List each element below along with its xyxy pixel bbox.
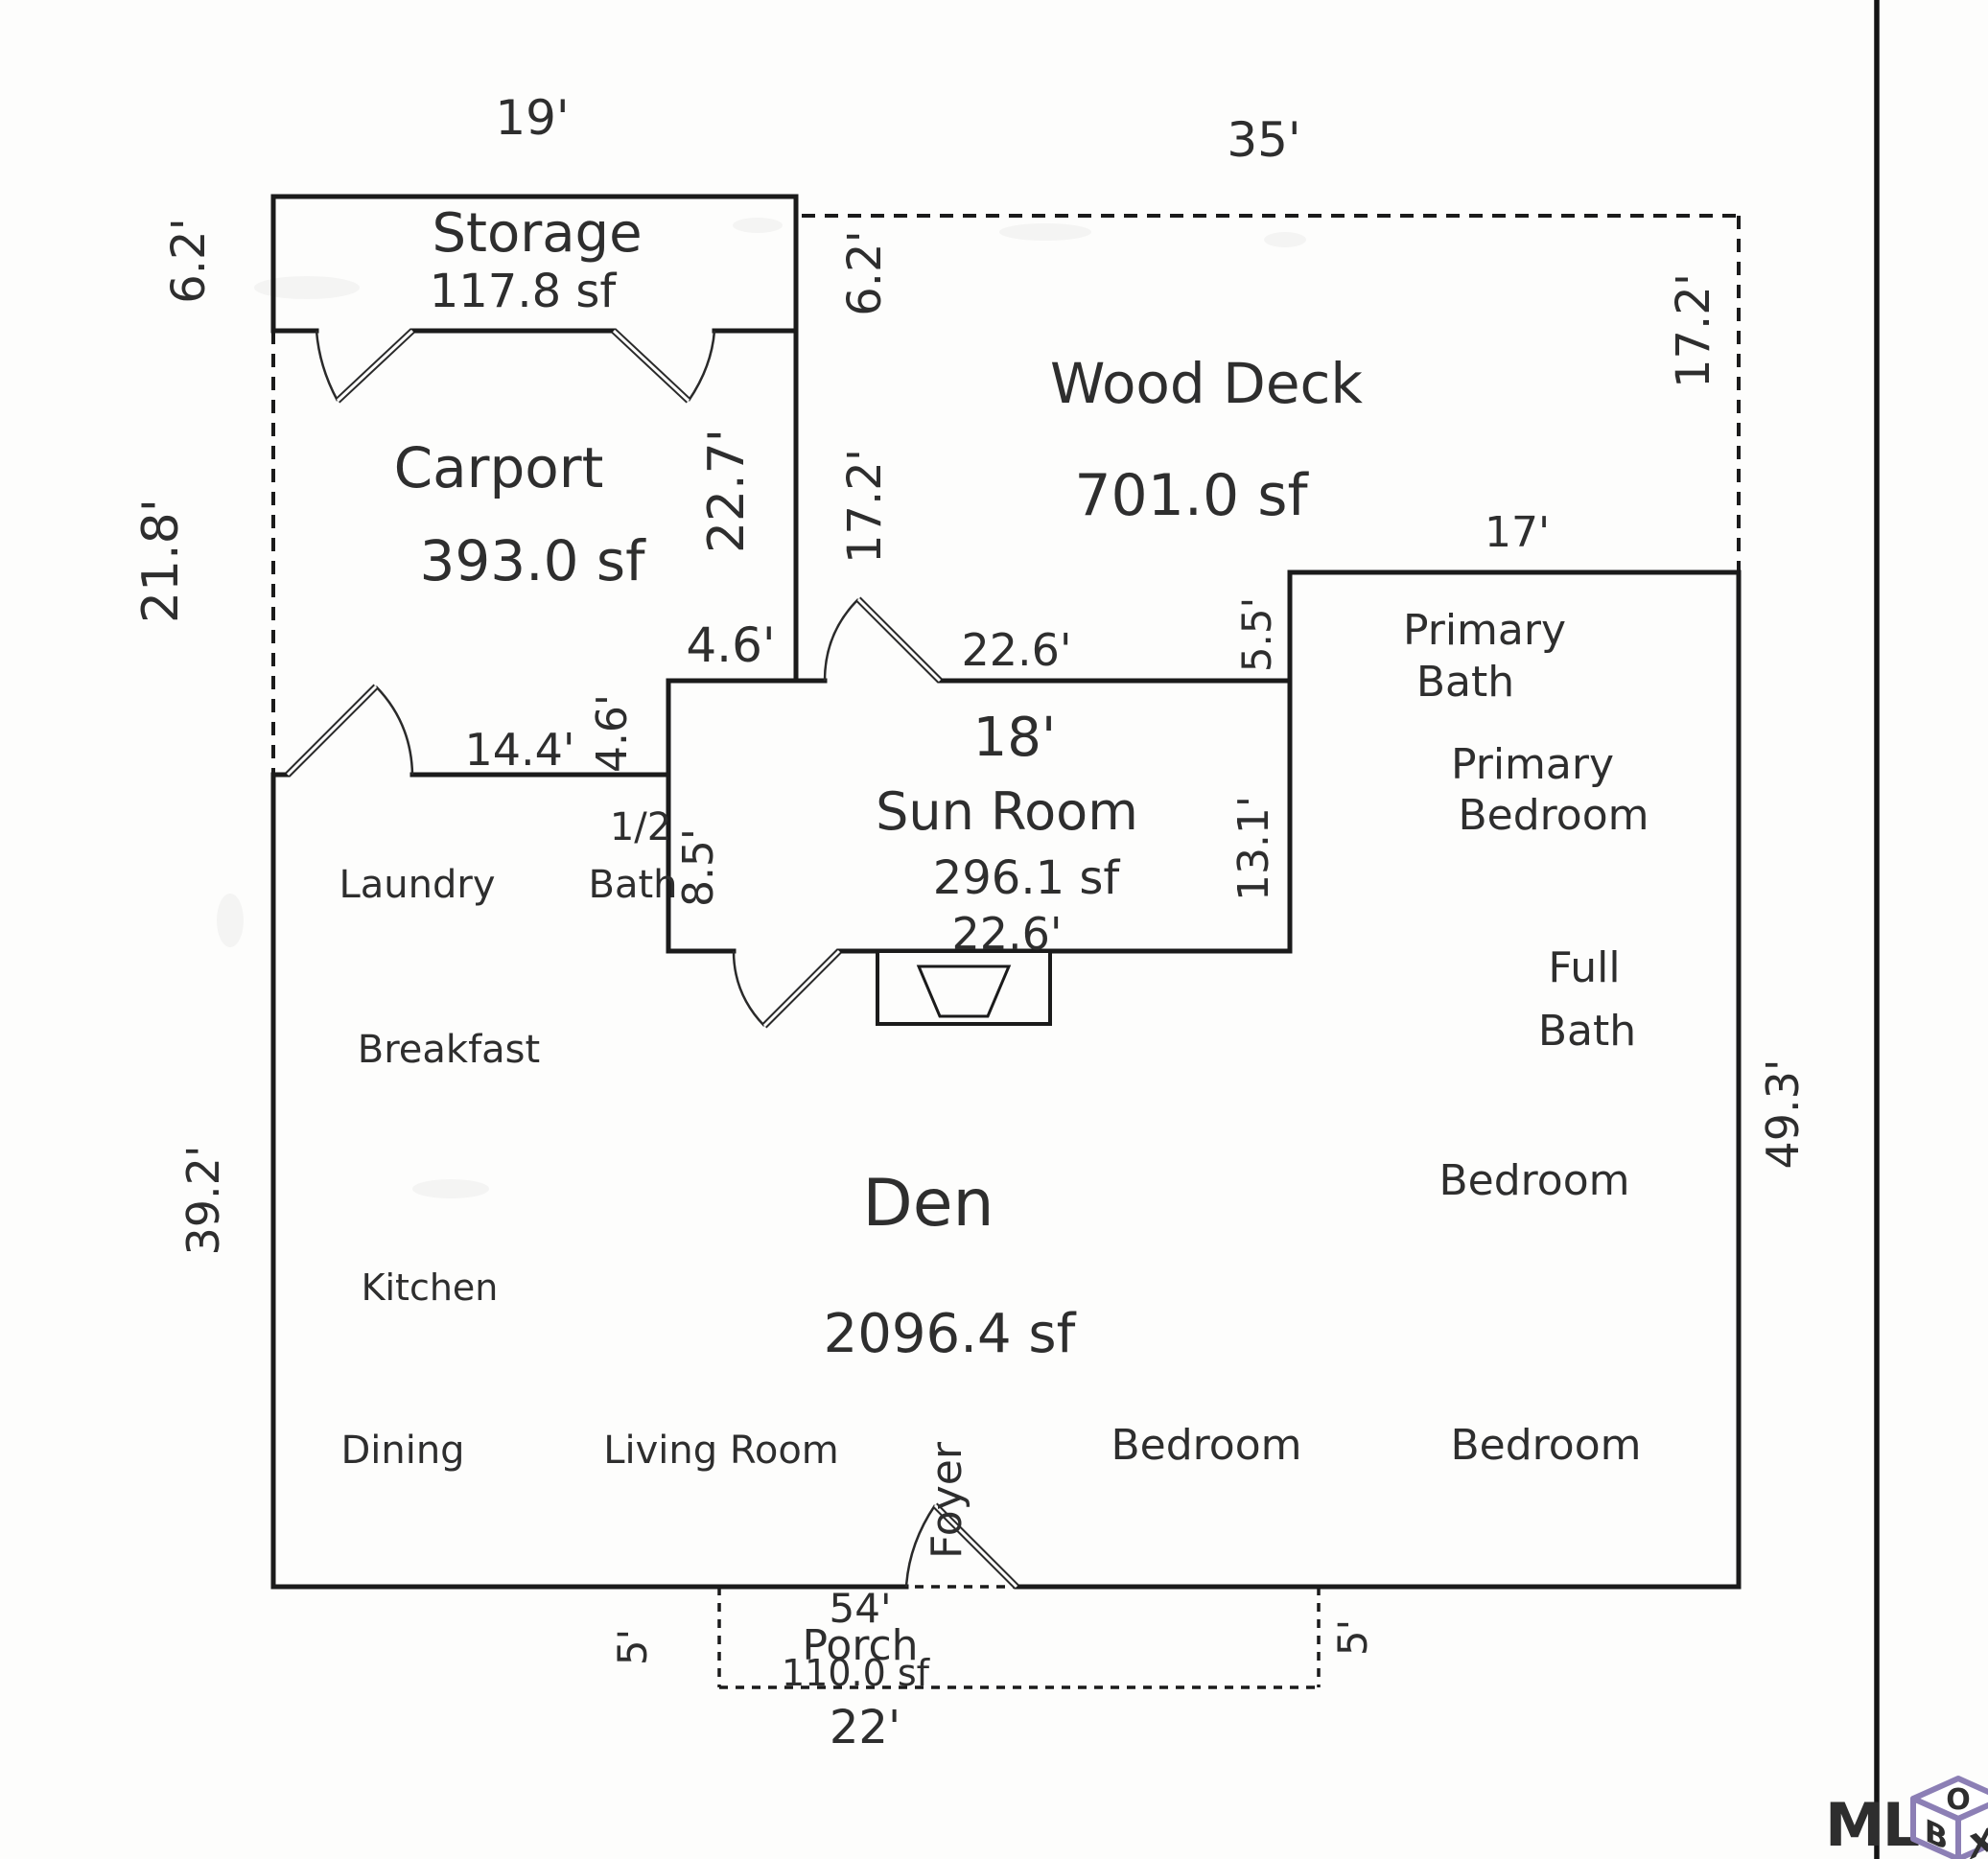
door-sunroom-top xyxy=(823,596,943,684)
label-room-full-bath-1: Full xyxy=(1548,943,1620,992)
door-foyer xyxy=(904,1502,1019,1590)
label-dim-39-2: 39.2' xyxy=(177,1145,229,1255)
label-area-sun-room: 296.1 sf xyxy=(933,851,1121,905)
label-room-primary-bedroom-1: Primary xyxy=(1451,740,1614,789)
mls-cube-letter-x: X xyxy=(1969,1820,1988,1859)
label-dim-5-right: 5' xyxy=(1329,1619,1376,1656)
label-area-porch: 110.0 sf xyxy=(782,1652,931,1694)
label-room-dining: Dining xyxy=(340,1429,464,1473)
fireplace xyxy=(876,949,1052,1026)
label-dim-13-1: 13.1' xyxy=(1229,796,1278,901)
label-room-foyer: Foyer xyxy=(923,1441,971,1559)
label-dim-5-5: 5.5' xyxy=(1233,597,1280,672)
label-room-kitchen: Kitchen xyxy=(362,1266,499,1309)
mls-cube-letter-o: O xyxy=(1946,1783,1971,1817)
label-room-porch: Porch xyxy=(802,1621,918,1670)
label-dim-21-8: 21.8' xyxy=(132,499,190,623)
label-dim-17: 17' xyxy=(1485,508,1550,557)
label-dim-49-3: 49.3' xyxy=(1757,1058,1809,1169)
label-room-sun-room: Sun Room xyxy=(876,781,1138,842)
mls-logo: MLS O B X xyxy=(1825,1776,1988,1859)
label-dim-22-7: 22.7' xyxy=(698,429,756,553)
label-area-carport: 393.0 sf xyxy=(419,528,646,593)
porch-outline xyxy=(717,1585,1321,1689)
label-room-primary-bath-1: Primary xyxy=(1403,606,1566,655)
deck-outline xyxy=(802,214,1741,572)
label-room-full-bath-2: Bath xyxy=(1538,1007,1636,1056)
label-area-wood-deck: 701.0 sf xyxy=(1074,462,1309,529)
dashed-outlines xyxy=(271,214,1741,1689)
label-room-den: Den xyxy=(862,1166,994,1242)
label-room-wood-deck: Wood Deck xyxy=(1050,351,1363,416)
label-dim-6-2-storage: 6.2' xyxy=(162,218,216,304)
label-dim-54: 54' xyxy=(830,1585,892,1632)
label-room-carport: Carport xyxy=(394,435,604,500)
label-area-den: 2096.4 sf xyxy=(824,1303,1077,1365)
label-dim-4-6-h: 4.6' xyxy=(686,617,775,673)
label-dim-22: 22' xyxy=(830,1701,900,1754)
label-room-breakfast: Breakfast xyxy=(358,1028,540,1072)
label-room-primary-bedroom-2: Bedroom xyxy=(1458,791,1649,840)
label-dim-5-left: 5' xyxy=(609,1629,656,1665)
label-room-half-bath-1: 1/2 xyxy=(610,805,671,849)
label-dim-17-2-right: 17.2' xyxy=(1667,273,1720,388)
label-dim-4-6-v: 4.6' xyxy=(588,694,637,773)
label-room-primary-bath-2: Bath xyxy=(1416,658,1514,707)
scan-smudges xyxy=(217,218,1306,1198)
label-dim-18: 18' xyxy=(973,707,1057,769)
door-storage-right xyxy=(611,328,716,404)
label-room-laundry: Laundry xyxy=(339,863,495,907)
door-sunroom-bottom xyxy=(732,948,842,1029)
label-dim-6-2-deck: 6.2' xyxy=(838,230,892,316)
label-area-storage: 117.8 sf xyxy=(430,265,618,318)
label-dim-17-2-left: 17.2' xyxy=(838,449,892,564)
label-room-half-bath-2: Bath xyxy=(589,863,678,907)
label-room-storage: Storage xyxy=(432,202,642,265)
mls-logo-cube: O B X xyxy=(1910,1776,1988,1859)
label-room-bedroom-bottom-right: Bedroom xyxy=(1450,1421,1641,1470)
label-dim-22-6-top: 22.6' xyxy=(961,624,1071,676)
door-storage-left xyxy=(315,328,415,404)
door-laundry xyxy=(285,684,414,778)
label-room-bedroom-right: Bedroom xyxy=(1438,1156,1629,1205)
label-dim-8-5: 8.5' xyxy=(674,828,723,907)
label-dim-35: 35' xyxy=(1227,112,1300,168)
label-dim-22-6-bottom: 22.6' xyxy=(951,908,1062,960)
label-room-living-room: Living Room xyxy=(603,1429,839,1473)
label-dim-19: 19' xyxy=(495,90,569,146)
label-room-bedroom-center: Bedroom xyxy=(1111,1421,1301,1470)
label-dim-14-4: 14.4' xyxy=(464,724,574,776)
